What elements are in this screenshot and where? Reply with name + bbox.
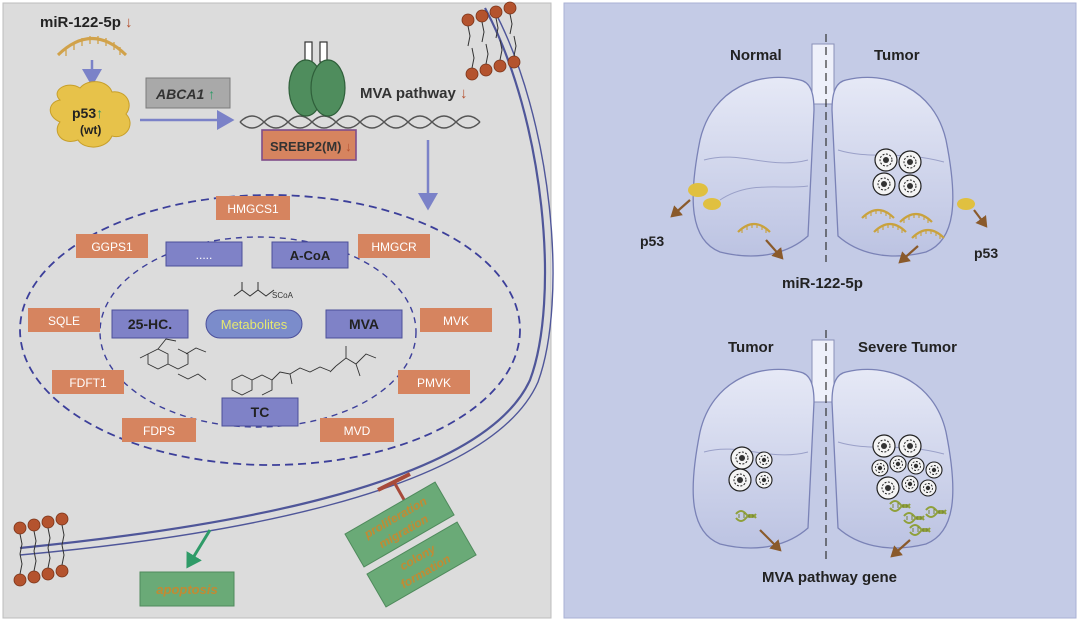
svg-text:Metabolites: Metabolites	[221, 317, 288, 332]
lipid-bilayer-top	[461, 1, 521, 81]
label-mva-pathway-gene: MVA pathway gene	[762, 569, 897, 586]
arrow-p53-left	[670, 199, 691, 218]
metabolite-mva: MVA	[325, 309, 403, 339]
svg-text:HMGCS1: HMGCS1	[227, 202, 279, 216]
enzyme-hmgcr: HMGCR	[358, 234, 430, 258]
dna-helix	[239, 115, 481, 129]
enzyme-fdps: FDPS	[122, 418, 196, 442]
acoa-structure	[233, 282, 275, 297]
enzyme-pmvk: PMVK	[398, 370, 470, 394]
svg-text:A-CoA: A-CoA	[290, 248, 331, 263]
p53-label: p53↑	[72, 105, 103, 121]
arrow-mirna-left	[765, 239, 784, 260]
metabolite-25hc: 25-HC.	[111, 309, 189, 339]
metabolite-center: Metabolites	[205, 309, 303, 339]
svg-text:FDPS: FDPS	[143, 424, 175, 438]
enzyme-sqle: SQLE	[28, 308, 100, 332]
enzyme-ggps1: GGPS1	[76, 234, 148, 258]
p53-sub-label: (wt)	[80, 123, 101, 137]
right-panel-bg	[563, 2, 1077, 619]
colony-box: colony formation	[366, 521, 477, 608]
apoptosis-label: apoptosis	[156, 582, 217, 597]
p53-blob	[49, 81, 131, 148]
srebp2-label: SREBP2(M) ↓	[270, 139, 352, 154]
mirna-symbol	[56, 36, 128, 57]
abca1-box	[145, 77, 231, 109]
arrow-gene-left	[759, 529, 782, 552]
lung-top-left	[692, 76, 815, 257]
enzyme-fdft1: FDFT1	[52, 370, 124, 394]
arrow-mirna-right	[898, 245, 919, 264]
svg-text:MVD: MVD	[344, 424, 371, 438]
svg-text:MVK: MVK	[443, 314, 469, 328]
label-p53-right: p53	[974, 245, 998, 261]
mirna-label: miR-122-5p ↓	[40, 14, 133, 31]
svg-text:PMVK: PMVK	[417, 376, 451, 390]
svg-text:FDFT1: FDFT1	[69, 376, 107, 390]
lipid-bilayer-bottom	[13, 512, 69, 587]
p53-blob-left-lung	[688, 183, 721, 210]
label-mirna-right: miR-122-5p	[782, 275, 863, 292]
outer-dashed-ellipse	[19, 194, 521, 466]
label-severe-tumor: Severe Tumor	[858, 339, 957, 356]
arrow-p53-right	[973, 209, 988, 228]
mva-pathway-label: MVA pathway ↓	[360, 85, 468, 102]
svg-text:TC: TC	[251, 404, 270, 420]
lung-bottom-left	[692, 368, 815, 549]
svg-text:.....: .....	[196, 248, 213, 262]
svg-text:25-HC.: 25-HC.	[128, 316, 172, 332]
label-tumor-bottom: Tumor	[728, 339, 774, 356]
svg-text:MVA: MVA	[349, 316, 379, 332]
srebp2-protein	[288, 41, 346, 117]
p53-blob-right-lung	[957, 198, 975, 210]
label-p53-left: p53	[640, 233, 664, 249]
inhibit-bar	[377, 472, 411, 492]
hc25-structure	[139, 338, 207, 381]
inner-dashed-ellipse	[99, 236, 417, 428]
svg-text:HMGCR: HMGCR	[371, 240, 417, 254]
cell-membrane-curve	[19, 7, 547, 550]
abca1-label: ABCA1 ↑	[155, 86, 215, 102]
metabolite-acoa: A-CoA	[271, 241, 349, 269]
srebp2-box	[261, 129, 357, 161]
label-normal: Normal	[730, 47, 782, 64]
metabolite-tc: TC	[221, 397, 299, 427]
mva-structure	[329, 346, 377, 377]
enzyme-mvk: MVK	[420, 308, 492, 332]
svg-text:SQLE: SQLE	[48, 314, 80, 328]
enzyme-hmgcs1: HMGCS1	[216, 196, 290, 220]
cell-membrane-curve-inner	[19, 7, 554, 556]
label-tumor-top: Tumor	[874, 47, 920, 64]
arrow-gene-right	[890, 539, 911, 558]
tc-structure	[231, 366, 331, 396]
metabolite-ellipsis: .....	[165, 241, 243, 267]
enzyme-mvd: MVD	[320, 418, 394, 442]
arrow-to-apoptosis	[186, 529, 212, 569]
scoa-label: SCoA	[272, 291, 294, 300]
apoptosis-box	[139, 571, 235, 607]
svg-text:GGPS1: GGPS1	[91, 240, 133, 254]
